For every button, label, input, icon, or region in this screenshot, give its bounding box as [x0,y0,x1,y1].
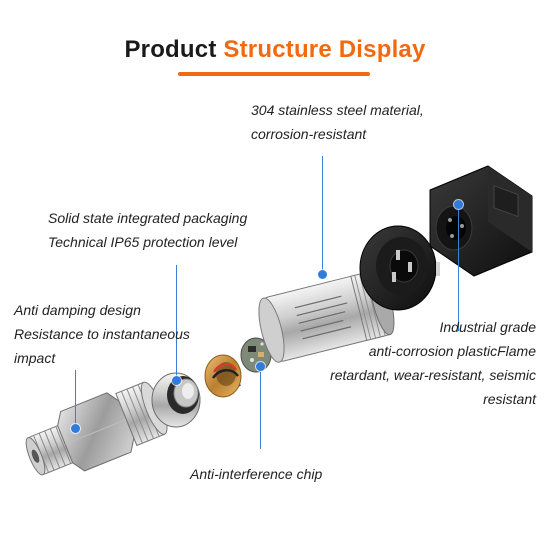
callout-steel-line1: 304 stainless steel material, [251,102,424,118]
plug-connector-icon [429,165,533,277]
title-word-structure-display: Structure Display [223,36,426,63]
marker-damping [71,424,80,433]
callout-chip-line1: Anti-interference chip [190,466,323,482]
callout-packaging-line2: Technical IP65 protection level [48,234,238,250]
leader-line-packaging [176,265,177,380]
sensor-diaphragm-core-icon [151,372,201,428]
callout-damping-line3: impact [14,350,56,366]
marker-steel [318,270,327,279]
title-word-product: Product [124,36,217,63]
callout-plastic-line1: Industrial grade [439,319,536,335]
callout-steel-line2: corrosion-resistant [251,126,367,142]
marker-plastic [454,200,463,209]
marker-chip [256,362,265,371]
callout-plastic-line3: retardant, wear-resistant, seismic [330,367,536,383]
connector-insert-icon [359,225,440,311]
callout-chip: Anti-interference chip [190,462,322,486]
leader-line-damping [75,370,76,426]
leader-line-plastic [458,205,459,331]
callout-damping: Anti damping design Resistance to instan… [14,298,190,370]
marker-packaging [172,376,181,385]
callout-plastic-line4: resistant [483,391,536,407]
callout-steel: 304 stainless steel material, corrosion-… [251,98,424,146]
brass-ring-icon [204,354,242,398]
leader-line-steel [322,156,323,276]
callout-damping-line2: Resistance to instantaneous [14,326,190,342]
callout-plastic-line2: anti-corrosion plasticFlame [368,343,536,359]
callout-damping-line1: Anti damping design [14,302,141,318]
callout-packaging: Solid state integrated packaging Technic… [48,206,247,254]
title-underline [178,72,370,76]
pressure-port-fitting-icon [25,381,168,476]
page-title: Product Structure Display [0,36,550,64]
callout-plastic: Industrial grade anti-corrosion plasticF… [330,315,536,411]
callout-packaging-line1: Solid state integrated packaging [48,210,248,226]
leader-line-chip [260,369,261,449]
